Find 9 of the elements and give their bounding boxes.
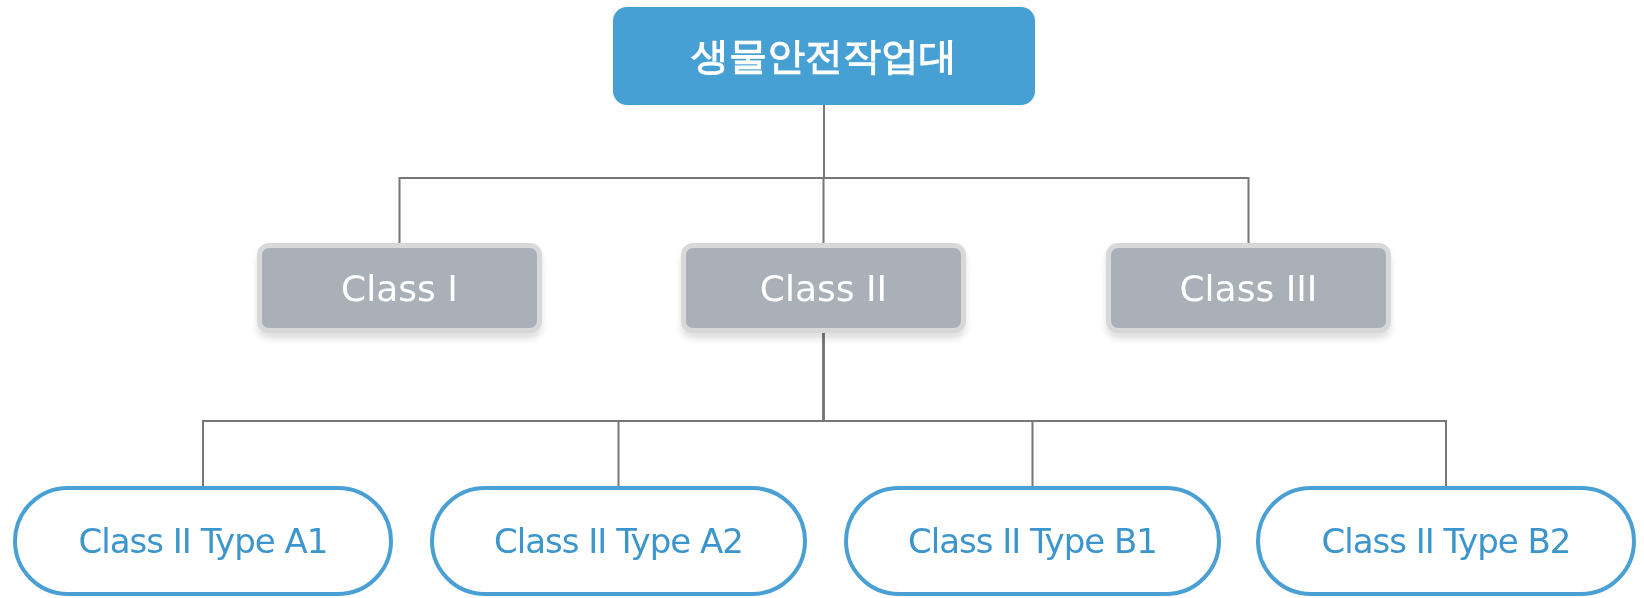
title-box: 생물안전작업대 bbox=[613, 7, 1035, 105]
class-box: Class III bbox=[1106, 243, 1391, 333]
class-box: Class II bbox=[681, 243, 966, 333]
type-pill: Class II Type B1 bbox=[844, 486, 1221, 596]
connector-line bbox=[822, 332, 1447, 487]
class-box: Class I bbox=[257, 243, 542, 333]
type-pill: Class II Type B2 bbox=[1256, 486, 1636, 596]
type-pill: Class II Type A1 bbox=[13, 486, 393, 596]
type-pill: Class II Type A2 bbox=[430, 486, 807, 596]
